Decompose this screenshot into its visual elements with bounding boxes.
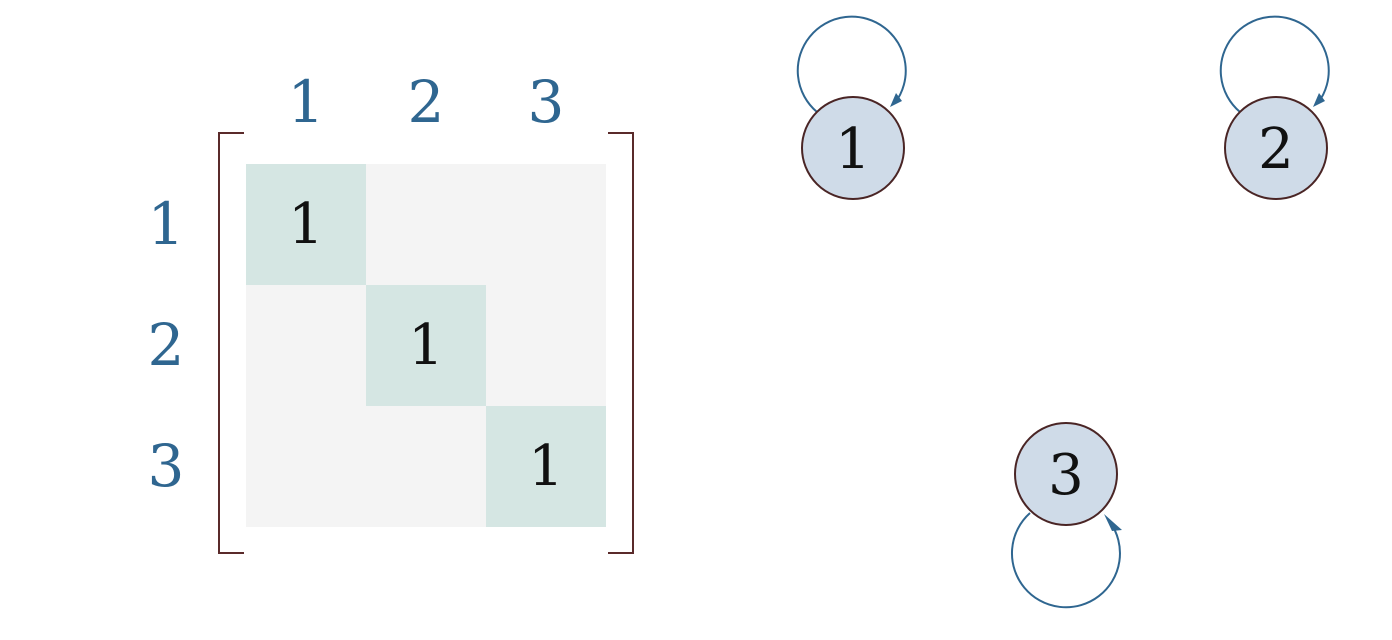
matrix-cell xyxy=(486,164,606,285)
matrix-cell xyxy=(366,406,486,527)
graph-node-2: 2 xyxy=(1224,96,1328,200)
matrix-cell xyxy=(486,285,606,406)
self-loop-edge-2 xyxy=(1219,15,1330,113)
matrix-cell: 1 xyxy=(486,406,606,527)
node-3-label: 3 xyxy=(1048,443,1084,508)
node-2-label: 2 xyxy=(1258,117,1294,182)
matrix-cell xyxy=(246,406,366,527)
matrix-cell: 1 xyxy=(366,285,486,406)
matrix-row-label: 3 xyxy=(147,432,185,500)
matrix-cell xyxy=(246,285,366,406)
matrix-col-label: 1 xyxy=(287,68,325,136)
arrowhead-2 xyxy=(1313,93,1325,107)
matrix-col-label: 3 xyxy=(527,68,565,136)
graph-node-3: 3 xyxy=(1014,422,1118,526)
self-loop-edge-1 xyxy=(796,15,907,113)
arrowhead-1 xyxy=(890,93,902,107)
self-loop-edge-3 xyxy=(1011,512,1121,609)
matrix-row-label: 1 xyxy=(147,190,185,258)
matrix-left-bracket xyxy=(218,132,244,554)
arrowhead-3 xyxy=(1104,514,1122,531)
graph-node-1: 1 xyxy=(801,96,905,200)
matrix-cell: 1 xyxy=(246,164,366,285)
matrix-row-label: 2 xyxy=(147,311,185,379)
node-1-label: 1 xyxy=(835,117,871,182)
matrix-cell xyxy=(366,164,486,285)
matrix-right-bracket xyxy=(608,132,634,554)
matrix-col-label: 2 xyxy=(407,68,445,136)
